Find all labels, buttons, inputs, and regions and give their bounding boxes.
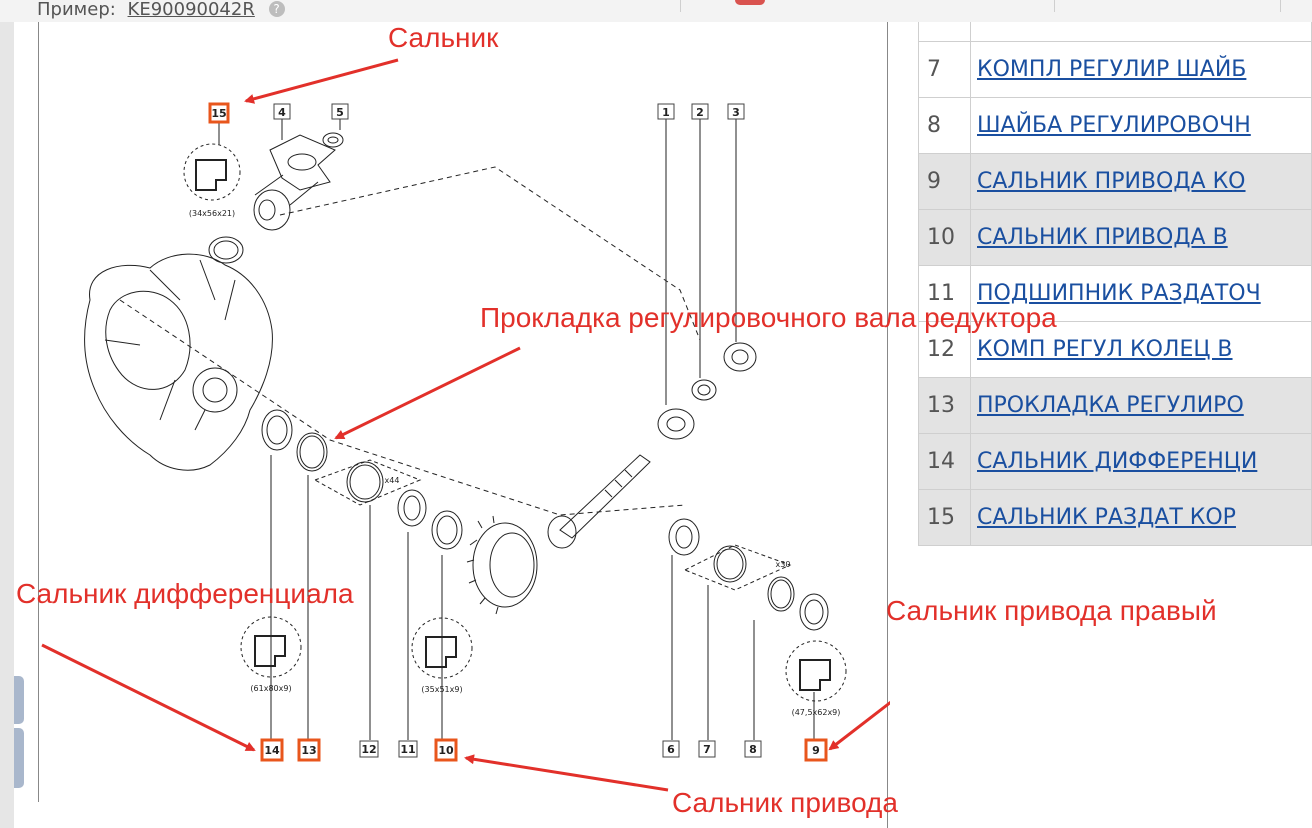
toolbar-divider (1054, 0, 1055, 12)
arrow-right (828, 700, 890, 751)
qty-label: x30 (776, 560, 791, 569)
seal-size-label: (61x80x9) (250, 684, 291, 693)
svg-text:4: 4 (278, 106, 286, 119)
part-number: 15 (918, 489, 971, 546)
toolbar-divider (680, 0, 681, 12)
part-link[interactable]: КОМПЛ РЕГУЛИР ШАЙБ (977, 57, 1247, 82)
callout-15[interactable]: 15 (208, 102, 230, 124)
part-number: 11 (918, 265, 971, 322)
table-row[interactable]: 14 САЛЬНИК ДИФФЕРЕНЦИ (918, 433, 1312, 490)
part-number: 12 (918, 321, 971, 378)
svg-text:15: 15 (211, 107, 226, 120)
arrow-diff (41, 643, 256, 752)
svg-text:1: 1 (662, 106, 670, 119)
svg-text:14: 14 (264, 744, 280, 757)
table-row[interactable]: 15 САЛЬНИК РАЗДАТ КОР (918, 489, 1312, 546)
callout-11[interactable]: 11 (398, 740, 418, 758)
svg-text:5: 5 (336, 106, 344, 119)
diagram-frame-left (38, 22, 39, 802)
svg-text:9: 9 (812, 744, 820, 757)
part-number: 9 (918, 153, 971, 210)
svg-text:12: 12 (361, 743, 376, 756)
seal-size-label: (34x56x21) (189, 209, 235, 218)
annotation-salnik: Сальник (388, 22, 499, 53)
parts-table-panel: 7 КОМПЛ РЕГУЛИР ШАЙБ 8 ШАЙБА РЕГУЛИРОВОЧ… (918, 22, 1312, 560)
top-toolbar: Пример: KE90090042R ? (0, 0, 1312, 22)
part-number: 13 (918, 377, 971, 434)
svg-text:13: 13 (301, 744, 316, 757)
part-link[interactable]: ПОДШИПНИК РАЗДАТОЧ (977, 281, 1261, 306)
svg-text:3: 3 (732, 106, 740, 119)
callout-10[interactable]: 10 (434, 738, 458, 762)
callout-14[interactable]: 14 (260, 738, 284, 762)
left-panel-edge (0, 22, 14, 828)
seal-size-label: (47,5x62x9) (792, 708, 841, 717)
help-icon[interactable]: ? (268, 1, 285, 17)
side-scroll-button[interactable] (14, 728, 24, 788)
part-link[interactable]: САЛЬНИК ПРИВОДА В (977, 225, 1228, 250)
svg-text:11: 11 (400, 743, 415, 756)
example-hint: Пример: KE90090042R ? (37, 0, 285, 22)
callout-4[interactable]: 4 (273, 103, 291, 120)
callout-8[interactable]: 8 (744, 740, 762, 758)
part-number: 10 (918, 209, 971, 266)
svg-text:7: 7 (703, 743, 711, 756)
seal-size-label: (35x51x9) (421, 685, 462, 694)
part-link[interactable]: САЛЬНИК РАЗДАТ КОР (977, 505, 1236, 530)
table-row[interactable]: 7 КОМПЛ РЕГУЛИР ШАЙБ (918, 41, 1312, 98)
parts-table: 7 КОМПЛ РЕГУЛИР ШАЙБ 8 ШАЙБА РЕГУЛИРОВОЧ… (918, 22, 1312, 546)
svg-text:10: 10 (438, 744, 454, 757)
callout-1[interactable]: 1 (657, 103, 675, 120)
red-indicator (735, 0, 765, 5)
part-number: 14 (918, 433, 971, 490)
table-row (918, 22, 1312, 42)
example-code-link[interactable]: KE90090042R (127, 0, 255, 20)
table-row[interactable]: 11 ПОДШИПНИК РАЗДАТОЧ (918, 265, 1312, 322)
callout-6[interactable]: 6 (662, 740, 680, 758)
table-row[interactable]: 10 САЛЬНИК ПРИВОДА В (918, 209, 1312, 266)
diagram-frame-right (887, 22, 888, 828)
arrow-prokladka (334, 346, 521, 440)
callout-2[interactable]: 2 (691, 103, 709, 120)
annotation-prokladka: Прокладка регулировочного вала редуктора (480, 302, 1057, 333)
toolbar-divider (1280, 0, 1281, 12)
table-row[interactable]: 12 КОМП РЕГУЛ КОЛЕЦ В (918, 321, 1312, 378)
annotation-diff: Сальник дифференциала (16, 578, 354, 609)
part-number: 8 (918, 97, 971, 154)
callout-3[interactable]: 3 (727, 103, 745, 120)
table-row[interactable]: 9 САЛЬНИК ПРИВОДА КО (918, 153, 1312, 210)
callout-12[interactable]: 12 (359, 740, 379, 758)
callout-5[interactable]: 5 (331, 103, 349, 120)
part-link[interactable]: САЛЬНИК ПРИВОДА КО (977, 169, 1246, 194)
part-number: 7 (918, 41, 971, 98)
table-row[interactable]: 13 ПРОКЛАДКА РЕГУЛИРО (918, 377, 1312, 434)
qty-label: x44 (385, 476, 400, 485)
svg-text:8: 8 (749, 743, 757, 756)
side-scroll-button[interactable] (14, 676, 24, 724)
arrow-privoda (464, 754, 669, 792)
example-label: Пример: (37, 0, 116, 20)
svg-text:6: 6 (667, 743, 675, 756)
callout-7[interactable]: 7 (698, 740, 716, 758)
table-row[interactable]: 8 ШАЙБА РЕГУЛИРОВОЧН (918, 97, 1312, 154)
parts-diagram: (34x56x21) (61x80x9) (35x51x9) (47,5x62x… (41, 58, 890, 792)
annotation-right: Сальник привода правый (886, 595, 1217, 626)
callout-9[interactable]: 9 (804, 738, 828, 762)
callout-13[interactable]: 13 (297, 738, 321, 762)
svg-text:2: 2 (696, 106, 704, 119)
part-link[interactable]: КОМП РЕГУЛ КОЛЕЦ В (977, 337, 1233, 362)
part-link[interactable]: САЛЬНИК ДИФФЕРЕНЦИ (977, 449, 1258, 474)
part-link[interactable]: ПРОКЛАДКА РЕГУЛИРО (977, 393, 1244, 418)
arrow-salnik (244, 58, 399, 104)
part-link[interactable]: ШАЙБА РЕГУЛИРОВОЧН (977, 113, 1251, 138)
annotation-privoda: Сальник привода (672, 787, 898, 818)
